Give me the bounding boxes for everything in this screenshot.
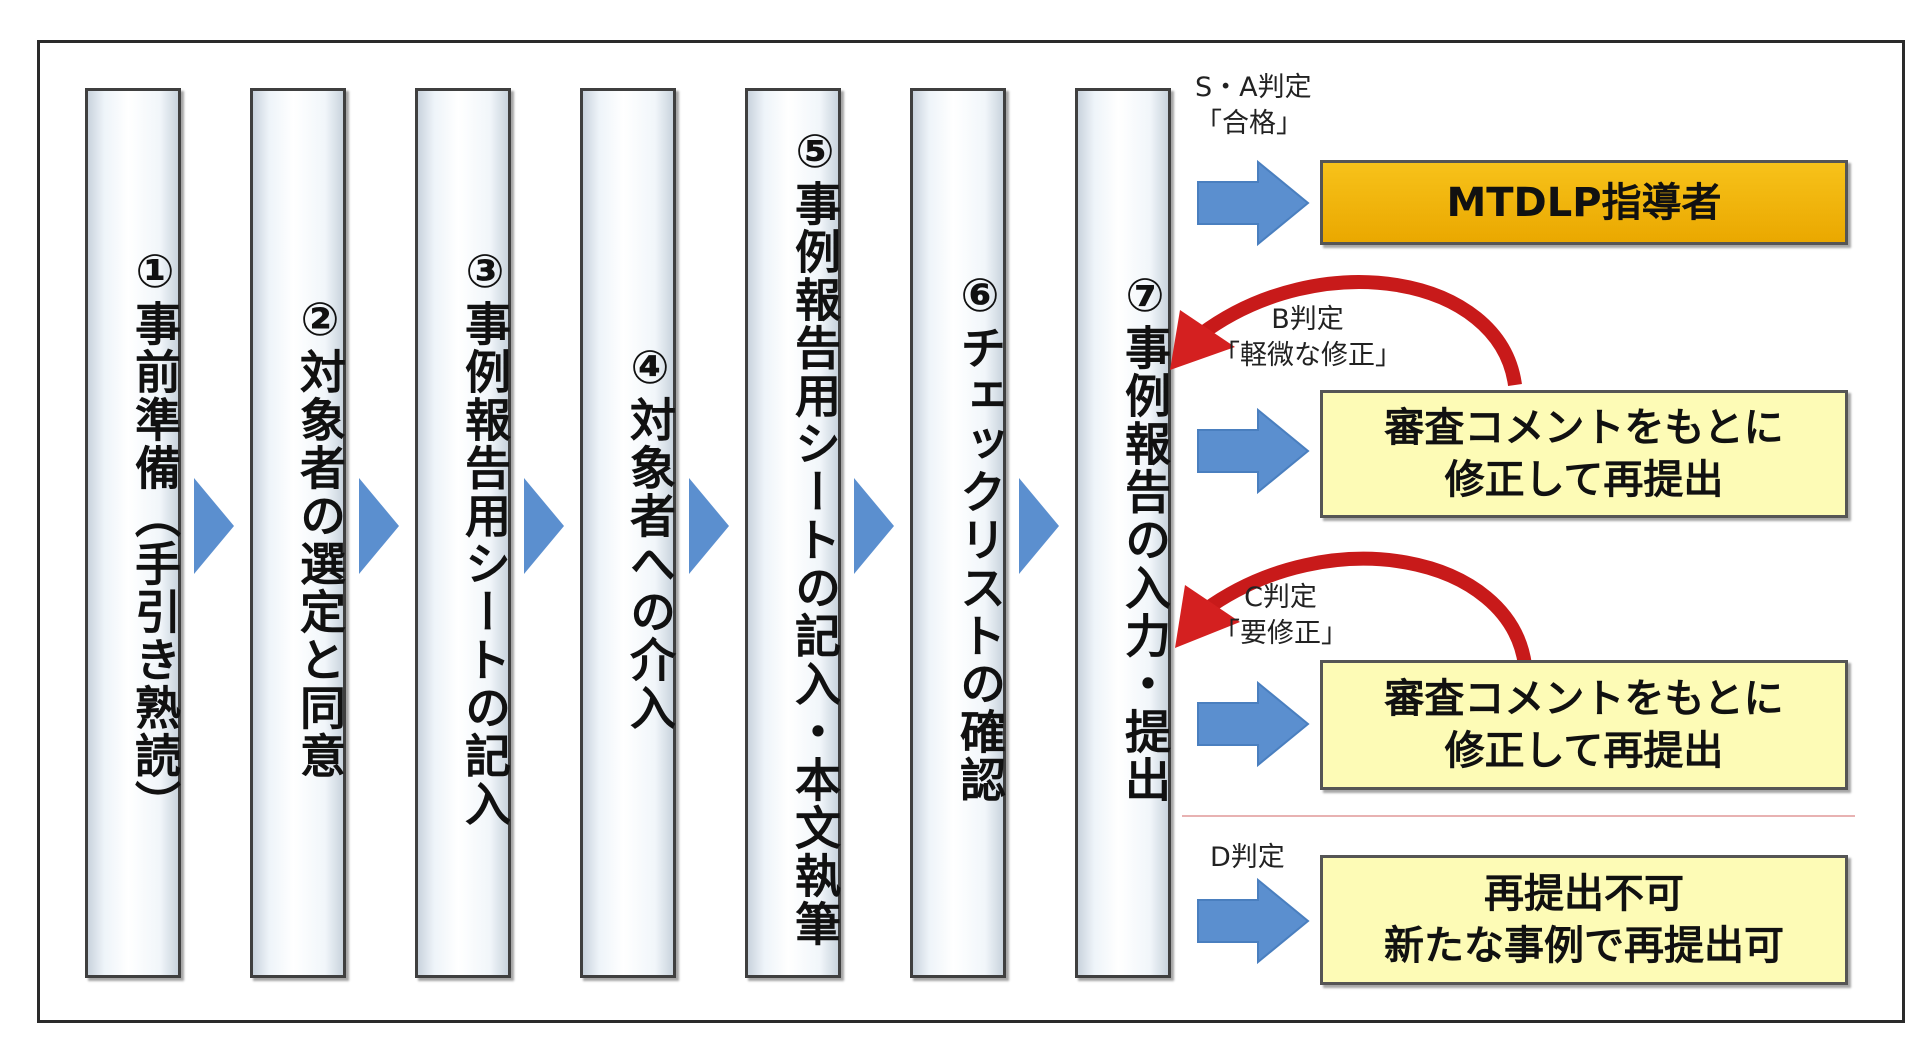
sa-judgment-note: 「合格」 [1195,108,1303,140]
sa-result-text: MTDLP指導者 [1446,179,1722,226]
step-5-label: ⑤事例報告用シートの記入・本文執筆 [788,124,842,948]
b-result-arrow [1197,407,1310,495]
chevron-arrow-3 [524,478,564,574]
chevron-arrow-4 [689,478,729,574]
step-1-label: ①事前準備（手引き熟読） [128,244,182,828]
b-loop-arrow [1170,275,1522,387]
sa-judgment-label: S・A判定 「合格」 [1195,70,1312,143]
b-result-line1: 審査コメントをもとに [1384,405,1784,451]
step-5-column: ⑤事例報告用シートの記入・本文執筆 [745,88,842,978]
b-result-line2: 修正して再提出 [1444,457,1724,503]
step-2-label: ②対象者の選定と同意 [293,292,347,780]
b-judgment-title: B判定 [1271,304,1344,335]
c-result-box: 審査コメントをもとに 修正して再提出 [1320,660,1848,790]
step-2-column: ②対象者の選定と同意 [250,88,347,978]
b-result-box: 審査コメントをもとに 修正して再提出 [1320,390,1848,518]
d-result-arrow [1197,877,1310,965]
d-result-line1: 再提出不可 [1484,871,1684,917]
chevron-arrow-2 [359,478,399,574]
c-result-line1: 審査コメントをもとに [1384,676,1784,722]
step-7-column: ⑦事例報告の入力・提出 [1075,88,1172,978]
step-7-label: ⑦事例報告の入力・提出 [1118,268,1172,804]
d-judgment-title: D判定 [1210,842,1285,873]
b-judgment-note: 「軽微な修正」 [1213,340,1402,372]
sa-judgment-title: S・A判定 [1195,72,1312,103]
separator-line [1182,815,1855,817]
c-judgment-note: 「要修正」 [1213,618,1348,650]
step-1-column: ①事前準備（手引き熟読） [85,88,182,978]
chevron-arrow-6 [1019,478,1059,574]
step-4-label: ④対象者への介入 [623,340,677,732]
step-3-column: ③事例報告用シートの記入 [415,88,512,978]
c-result-line2: 修正して再提出 [1444,728,1724,774]
d-result-box: 再提出不可 新たな事例で再提出可 [1320,855,1848,985]
c-judgment-title: C判定 [1244,582,1317,613]
chevron-arrow-5 [854,478,894,574]
step-6-label: ⑥チェックリストの確認 [953,268,1007,804]
sa-result-arrow [1197,159,1310,247]
d-result-line2: 新たな事例で再提出可 [1384,923,1784,969]
c-judgment-label: C判定 「要修正」 [1213,580,1348,653]
c-result-arrow [1197,680,1310,768]
chevron-arrow-1 [194,478,234,574]
step-6-column: ⑥チェックリストの確認 [910,88,1007,978]
step-3-label: ③事例報告用シートの記入 [458,244,512,828]
b-judgment-label: B判定 「軽微な修正」 [1213,302,1402,375]
sa-result-box: MTDLP指導者 [1320,160,1848,245]
d-judgment-label: D判定 [1210,840,1285,876]
step-4-column: ④対象者への介入 [580,88,677,978]
c-loop-arrow [1175,551,1532,667]
